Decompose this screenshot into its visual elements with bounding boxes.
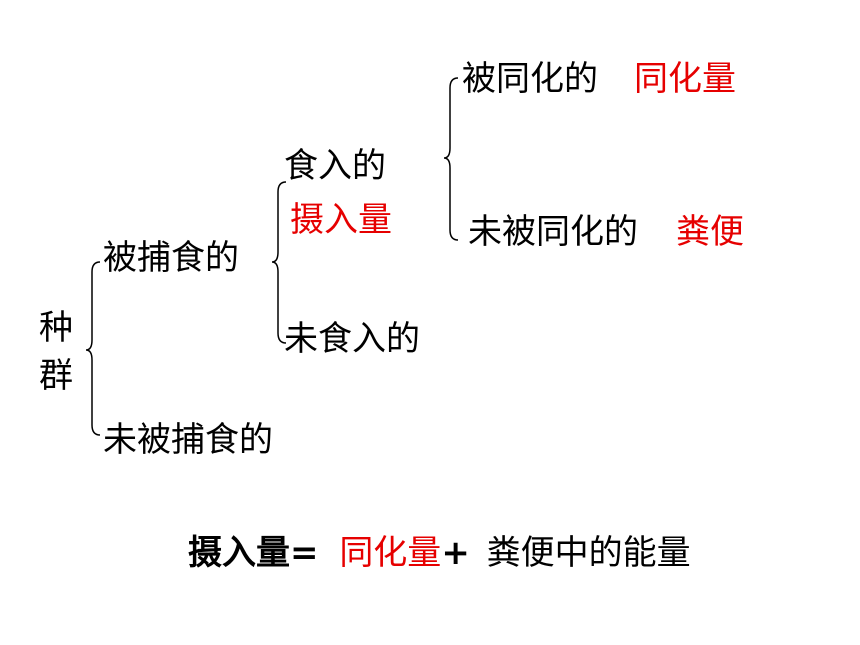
energy-formula: 摄入量= 同化量+ 粪便中的能量: [188, 531, 691, 575]
node-intake: 摄入量: [290, 200, 392, 240]
formula-term-feces-energy: 粪便中的能量: [486, 533, 691, 573]
node-preyed: 被捕食的: [103, 238, 239, 278]
brace-root: [85, 261, 101, 436]
node-not-eaten: 未食入的: [284, 319, 420, 359]
node-assimilated-amount: 同化量: [634, 59, 736, 99]
brace-preyed: [271, 181, 287, 344]
node-not-assimilated: 未被同化的: [468, 212, 638, 252]
node-assimilated: 被同化的: [462, 59, 598, 99]
formula-plus: +: [441, 533, 470, 573]
node-feces: 粪便: [676, 212, 744, 252]
root-label-char: 群: [39, 356, 73, 396]
node-eaten: 食入的: [284, 146, 386, 186]
formula-lhs: 摄入量=: [188, 533, 319, 573]
node-not-preyed: 未被捕食的: [103, 420, 273, 460]
root-label-population: 种群: [36, 304, 76, 400]
formula-term-assimilation: 同化量: [339, 533, 442, 573]
brace-eaten: [443, 77, 459, 241]
root-label-char: 种: [39, 308, 73, 348]
